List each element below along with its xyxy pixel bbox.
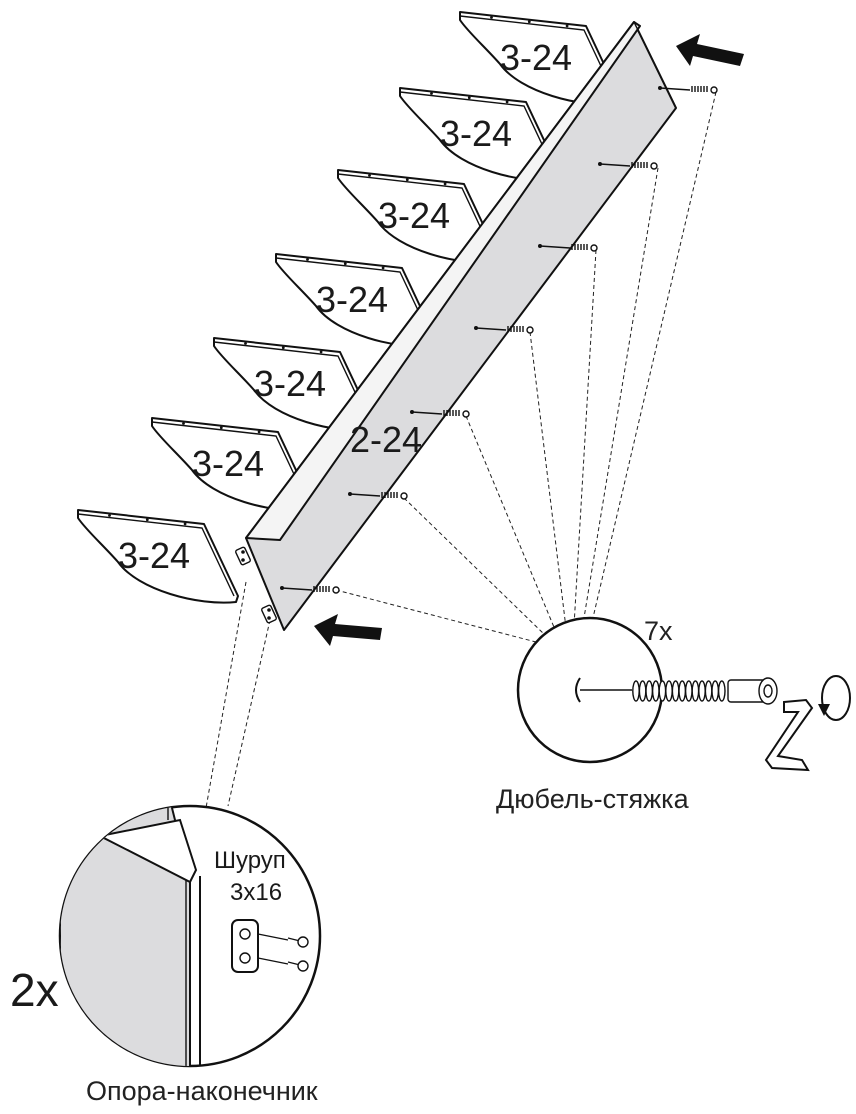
shelf-3-24: 3-24 [399,87,561,182]
shelf-part-label: 3-24 [192,443,264,484]
shelf-part-label: 3-24 [378,195,450,236]
screw-icon [257,933,309,948]
shelf-3-24: 3-24 [151,417,313,512]
dowel-screw-icon [280,586,340,594]
board-part-label: 2-24 [350,419,422,460]
shelf-part-label: 3-24 [440,113,512,154]
hex-key-icon [764,698,814,772]
rotate-icon [818,675,851,721]
arrow-icon [676,34,744,66]
shelves-group: 3-24 3-24 3-24 3-24 3-24 3-24 3-24 [77,11,621,604]
dowel-caption: Дюбель-стяжка [496,784,690,814]
shelf-part-label: 3-24 [316,279,388,320]
support-quantity: 2x [10,964,59,1016]
dowel-screw-icon [632,677,778,705]
shelf-3-24: 3-24 [459,11,621,106]
dowel-screw-icon [658,86,718,94]
shelf-part-label: 3-24 [118,535,190,576]
support-bracket-icon [231,919,259,973]
screw-label-line1: Шуруп [214,847,286,874]
dowel-screw-icon [598,162,658,170]
support-guide-lines [205,581,271,809]
shelf-part-label: 3-24 [500,37,572,78]
screw-icon [257,957,309,972]
support-bracket-icon [235,546,277,624]
screw-label-line2: 3x16 [230,879,282,906]
board-dowels [280,86,718,594]
support-detail [58,804,322,1068]
support-caption: Опора-наконечник [86,1076,318,1106]
dowel-screw-icon [538,244,598,252]
shelf-3-24: 3-24 [77,509,239,604]
side-board-2-24 [245,21,677,631]
shelf-3-24: 3-24 [275,253,437,348]
arrow-icon [314,614,382,646]
dowel-screw-icon [410,410,470,418]
dowel-quantity: 7x [644,616,673,646]
dowel-screw-icon [474,326,534,334]
dowel-guide-lines [335,91,717,643]
shelf-part-label: 3-24 [254,363,326,404]
dowel-screw-icon [348,492,408,500]
